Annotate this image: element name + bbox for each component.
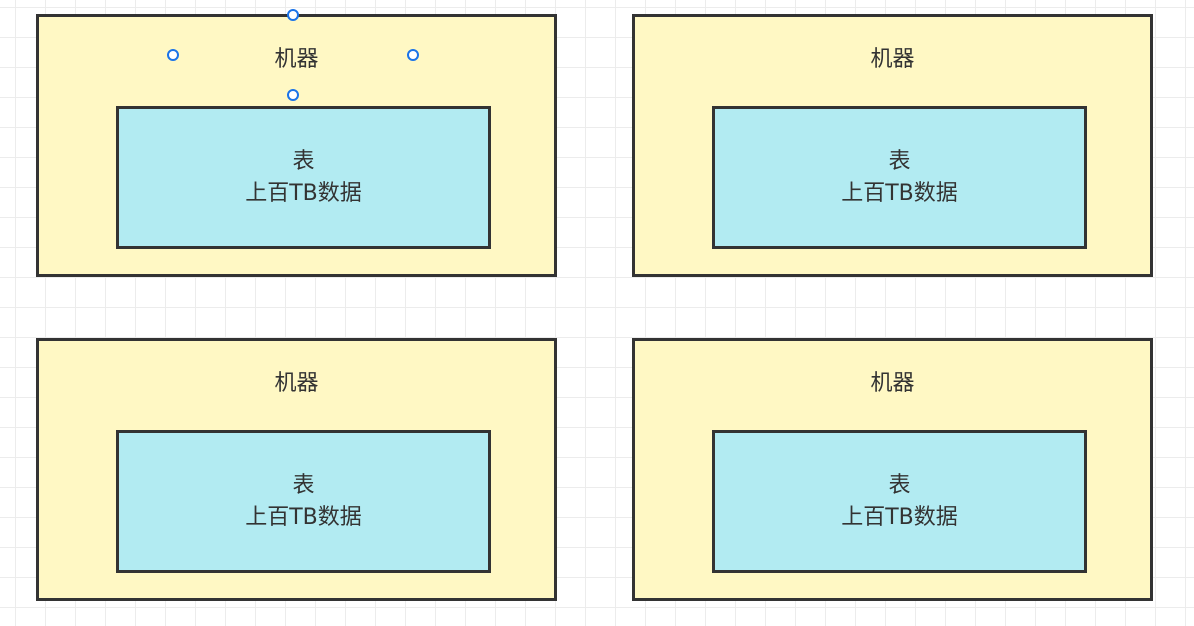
machine-label: 机器: [870, 371, 915, 396]
table-box[interactable]: 表 上百TB数据: [712, 106, 1087, 249]
machine-label: 机器: [274, 371, 319, 396]
connection-handle-top[interactable]: [287, 9, 299, 21]
machine-label: 机器: [274, 47, 319, 72]
table-title: 表: [888, 472, 911, 498]
table-title: 表: [888, 148, 911, 174]
machine-box-2[interactable]: 机器 表 上百TB数据: [632, 14, 1153, 277]
table-title: 表: [292, 472, 315, 498]
table-box[interactable]: 表 上百TB数据: [116, 430, 491, 573]
table-box[interactable]: 表 上百TB数据: [116, 106, 491, 249]
connection-handle-right[interactable]: [407, 49, 419, 61]
table-subtitle: 上百TB数据: [841, 180, 958, 206]
table-subtitle: 上百TB数据: [245, 180, 362, 206]
table-box[interactable]: 表 上百TB数据: [712, 430, 1087, 573]
table-subtitle: 上百TB数据: [245, 504, 362, 530]
machine-box-3[interactable]: 机器 表 上百TB数据: [36, 338, 557, 601]
table-subtitle: 上百TB数据: [841, 504, 958, 530]
connection-handle-left[interactable]: [167, 49, 179, 61]
connection-handle-bottom[interactable]: [287, 89, 299, 101]
machine-box-4[interactable]: 机器 表 上百TB数据: [632, 338, 1153, 601]
table-title: 表: [292, 148, 315, 174]
machine-label: 机器: [870, 47, 915, 72]
machine-box-1[interactable]: 机器 表 上百TB数据: [36, 14, 557, 277]
